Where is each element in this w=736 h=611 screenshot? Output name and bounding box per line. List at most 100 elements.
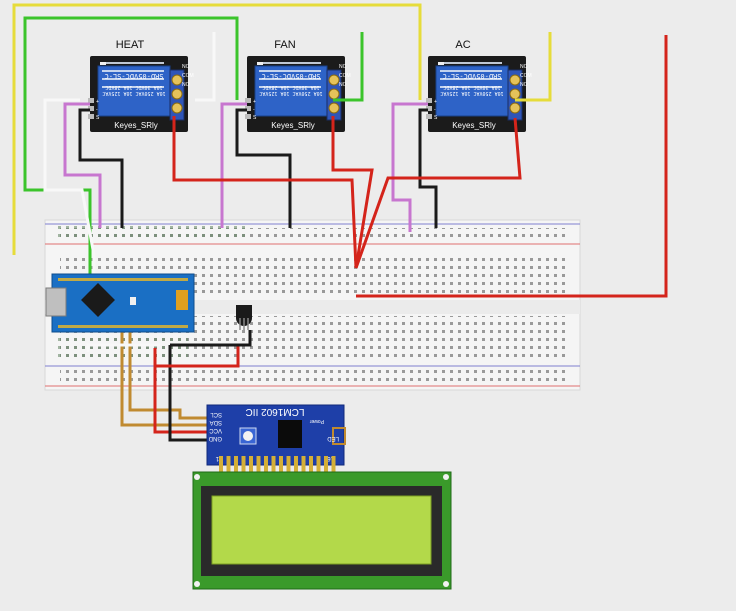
wire-black-gnd bbox=[168, 345, 210, 442]
relay-terminal-screw-com bbox=[171, 88, 183, 100]
wire-brown-sda bbox=[128, 330, 210, 420]
relay-input-pin bbox=[426, 106, 432, 111]
lcd-pin-gnd: GND bbox=[208, 435, 222, 441]
relay-print-line bbox=[440, 70, 502, 72]
lcd-module-title: LCM1602 IIC bbox=[246, 406, 305, 417]
lcd-pin-start: 1 bbox=[215, 455, 219, 461]
lcd-pin-end: 16 bbox=[327, 455, 334, 461]
wire-white-rail bbox=[86, 343, 160, 352]
relay-body bbox=[97, 65, 171, 117]
lcd-pin-vcc: VCC bbox=[209, 427, 222, 433]
temperature-sensor bbox=[236, 305, 252, 330]
lcd-header-pin bbox=[279, 456, 283, 476]
relay-terminal-screw-com bbox=[328, 88, 340, 100]
relay-input-pin bbox=[88, 114, 94, 119]
relay-title: FAN bbox=[274, 39, 295, 51]
relay-pin-com: COM bbox=[182, 73, 194, 79]
relay-input-pin bbox=[245, 106, 251, 111]
wire-black-heat bbox=[78, 108, 124, 228]
relay-rating-dc: 10A 30VDC 10A 28VDC bbox=[262, 84, 319, 90]
wire-red-fan bbox=[331, 116, 374, 269]
wire-yellow-main bbox=[12, 3, 422, 255]
wire-black-rail bbox=[170, 330, 252, 347]
wire-white-2 bbox=[195, 32, 216, 102]
relay-print-line bbox=[259, 86, 321, 88]
lcd-header-pin bbox=[234, 456, 238, 476]
wire-red-heat bbox=[172, 116, 358, 269]
arduino-nano bbox=[45, 273, 195, 333]
wire-red-rail bbox=[155, 345, 240, 368]
relay-print-line bbox=[102, 70, 164, 72]
relay-rating-ac: 10A 250VAC 10A 125VAC bbox=[440, 90, 503, 96]
relay-input-pin-label: - bbox=[96, 107, 98, 113]
relay-print-line bbox=[259, 70, 321, 72]
relay-body bbox=[435, 65, 509, 117]
relay-rating-ac: 10A 250VAC 10A 125VAC bbox=[259, 90, 322, 96]
relay-input-pin bbox=[245, 114, 251, 119]
lcd-power-label: Power bbox=[309, 418, 324, 424]
relay-pin-no: NO bbox=[520, 82, 528, 88]
relay-input-pin-label: + bbox=[96, 99, 99, 105]
relay-brand: Keyes_SRly bbox=[114, 121, 158, 130]
relay-input-pin bbox=[426, 98, 432, 103]
wires bbox=[12, 3, 668, 442]
relay-print-line bbox=[440, 62, 502, 64]
relay-input-pin bbox=[88, 106, 94, 111]
relay-terminal-screw-no bbox=[509, 102, 521, 114]
relay-rating-dc: 10A 30VDC 10A 28VDC bbox=[105, 84, 162, 90]
relay-input-pin-label: - bbox=[253, 107, 255, 113]
relay-input-pin bbox=[426, 114, 432, 119]
lcd-header-pin bbox=[286, 456, 291, 476]
relay-input-pin-label: S bbox=[96, 115, 100, 121]
relay-terminal-screw-no bbox=[328, 102, 340, 114]
relay-terminal-screw-no bbox=[171, 102, 183, 114]
relay-rating-ac: 10A 250VAC 10A 125VAC bbox=[102, 90, 165, 96]
wire-brown-scl bbox=[120, 330, 210, 427]
wire-violet-heat bbox=[63, 102, 102, 228]
relay-pin-com: COM bbox=[339, 73, 351, 79]
relay-led bbox=[438, 62, 444, 65]
relay-input-pin bbox=[88, 98, 94, 103]
relay-model: SRD-05VDC-SL-C bbox=[104, 72, 163, 80]
relay-pin-no: NO bbox=[182, 82, 190, 88]
wire-violet-ac bbox=[391, 102, 428, 232]
lcd-header-pin bbox=[316, 456, 321, 476]
lcd-i2c-module: LCM1602 IIC SCL SDA VCC GND Power LED 1 … bbox=[206, 404, 346, 476]
relay-print-line bbox=[440, 78, 502, 80]
lcd-header-pin bbox=[264, 456, 268, 476]
lcd-header-pin bbox=[256, 456, 261, 476]
lcd-header-pin bbox=[271, 456, 276, 476]
relay-terminal-screw-nc bbox=[328, 74, 340, 86]
wire-red-ac bbox=[354, 117, 522, 269]
relay-input-pin-label: - bbox=[434, 107, 436, 113]
wire-red-mains bbox=[356, 35, 668, 298]
lcd-header-pin bbox=[309, 456, 313, 476]
relay-pin-com: COM bbox=[520, 73, 532, 79]
relay-pin-no: NO bbox=[339, 82, 347, 88]
relay-print-line bbox=[259, 62, 321, 64]
relay-input-pin-label: + bbox=[434, 99, 437, 105]
relay-pin-nc: NC bbox=[339, 64, 347, 70]
relay-pin-nc: NC bbox=[520, 64, 528, 70]
wire-violet-fan bbox=[220, 102, 247, 228]
relay-fan: FAN SRD-05VDC-SL-C 10A 250VAC 10A 125VAC10… bbox=[245, 39, 351, 132]
lcd-pin-scl: SCL bbox=[210, 411, 222, 417]
relay-terminal-screw-nc bbox=[171, 74, 183, 86]
relay-pin-nc: NC bbox=[182, 64, 190, 70]
wire-black-ac bbox=[418, 108, 438, 228]
lcd-pin-sda: SDA bbox=[210, 419, 222, 425]
relay-led bbox=[100, 62, 106, 65]
relay-model: SRD-05VDC-SL-C bbox=[261, 72, 320, 80]
wire-green-main bbox=[23, 16, 239, 276]
relay-print-line bbox=[440, 86, 502, 88]
relay-input-pin bbox=[245, 98, 251, 103]
relay-model: SRD-05VDC-SL-C bbox=[442, 72, 501, 80]
lcd-header-pin bbox=[331, 456, 336, 476]
wire-red-vcc bbox=[153, 348, 210, 434]
relay-print-line bbox=[102, 86, 164, 88]
lcd-header-pin bbox=[324, 456, 328, 476]
lcd-header-pin bbox=[249, 456, 253, 476]
